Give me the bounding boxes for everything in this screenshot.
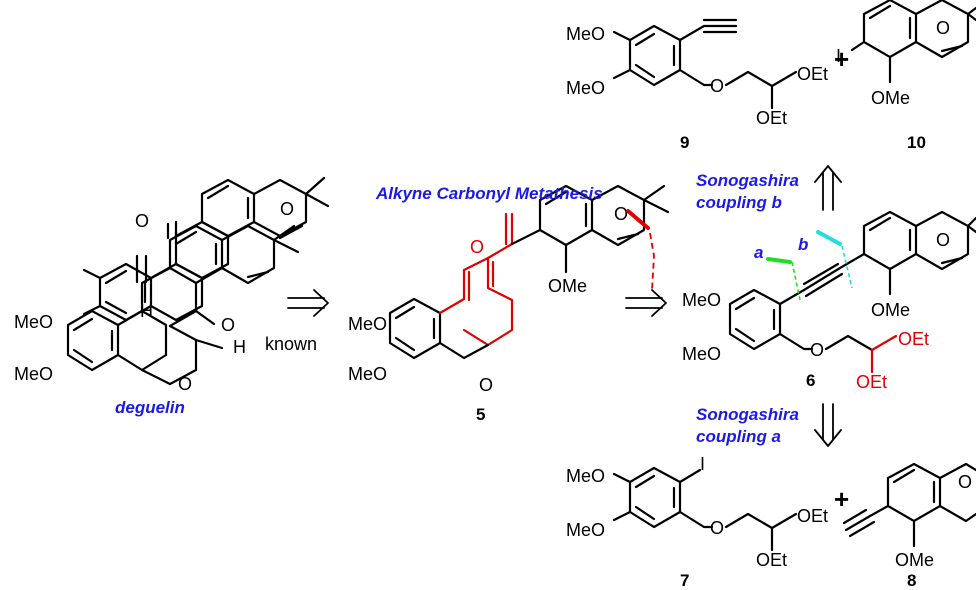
deguelin-carbonyl-o: O	[135, 211, 149, 231]
c7-ether-o: O	[710, 518, 724, 538]
c6-meo-1: MeO	[682, 290, 721, 310]
compound-10-structure	[850, 0, 976, 84]
c5-ome: OMe	[548, 276, 587, 296]
compound-8-structure	[842, 462, 976, 548]
compound-6-structure	[728, 210, 976, 374]
compound-10-label: 10	[907, 133, 926, 152]
sonogashira-b-line2: coupling b	[696, 193, 782, 212]
c6-oet-1: OEt	[898, 329, 929, 349]
retro-arrow-known	[287, 289, 329, 317]
compound-7-label: 7	[680, 571, 689, 590]
c7-oet-1: OEt	[797, 506, 828, 526]
c5-pyran-o: O	[614, 204, 628, 224]
c6-ether-o: O	[810, 340, 824, 360]
compound-7-structure	[612, 466, 798, 552]
c5-ring-o: O	[479, 375, 493, 395]
c6-oet-2: OEt	[856, 372, 887, 392]
c6-meo-2: MeO	[682, 344, 721, 364]
known-label: known	[265, 334, 317, 354]
c7-iodo: I	[700, 454, 705, 474]
c9-meo-1: MeO	[566, 24, 605, 44]
retro-arrow-sonogashira-b	[814, 165, 842, 211]
deguelin-pyran-o: O	[280, 199, 294, 219]
compound-9-label: 9	[680, 133, 689, 152]
deguelin-h-2: H	[233, 337, 246, 357]
bond-a-marker	[766, 257, 801, 301]
deguelin-structure	[82, 176, 330, 322]
retro-arrow-metathesis	[625, 289, 667, 317]
c5-carbonyl-o: O	[470, 237, 484, 257]
compound-9-structure	[612, 18, 798, 110]
compound-8-label: 8	[907, 571, 916, 590]
deguelin-skeleton	[66, 224, 300, 386]
sonogashira-b-line1: Sonogashira	[696, 171, 799, 190]
c9-oet-2: OEt	[756, 108, 787, 128]
c9-ether-o: O	[710, 76, 724, 96]
c10-pyran-o: O	[936, 18, 950, 38]
plus-bottom: +	[834, 484, 849, 514]
compound-5-label: 5	[476, 405, 485, 424]
c6-ome: OMe	[871, 300, 910, 320]
sonogashira-a-line2: coupling a	[696, 427, 781, 446]
retro-arrow-sonogashira-a	[814, 403, 842, 447]
sonogashira-a-line1: Sonogashira	[696, 405, 799, 424]
c9-meo-2: MeO	[566, 78, 605, 98]
c6-pyran-o: O	[936, 230, 950, 250]
c8-pyran-o: O	[958, 472, 972, 492]
c10-iodo: I	[836, 46, 841, 66]
c7-oet-2: OEt	[756, 550, 787, 570]
metathesis-label: Alkyne Carbonyl Metathesis	[375, 184, 603, 203]
c10-ome: OMe	[871, 88, 910, 108]
deguelin-meo-1: MeO	[14, 312, 53, 332]
compound-6-label: 6	[806, 371, 815, 390]
c9-oet-1: OEt	[797, 64, 828, 84]
bond-b-label: b	[798, 235, 808, 254]
c7-meo-1: MeO	[566, 466, 605, 486]
c5-meo-1: MeO	[348, 314, 387, 334]
compound-5-structure	[388, 184, 670, 360]
deguelin-meo-2: MeO	[14, 364, 53, 384]
deguelin-ring-o-2: O	[221, 315, 235, 335]
metathesis-pointer	[626, 209, 655, 291]
c5-meo-2: MeO	[348, 364, 387, 384]
bond-a-label: a	[754, 243, 763, 262]
c8-ome: OMe	[895, 550, 934, 570]
c7-meo-2: MeO	[566, 520, 605, 540]
bond-b-marker	[816, 230, 853, 289]
deguelin-label: deguelin	[115, 398, 185, 417]
plus-top: +	[834, 44, 849, 74]
